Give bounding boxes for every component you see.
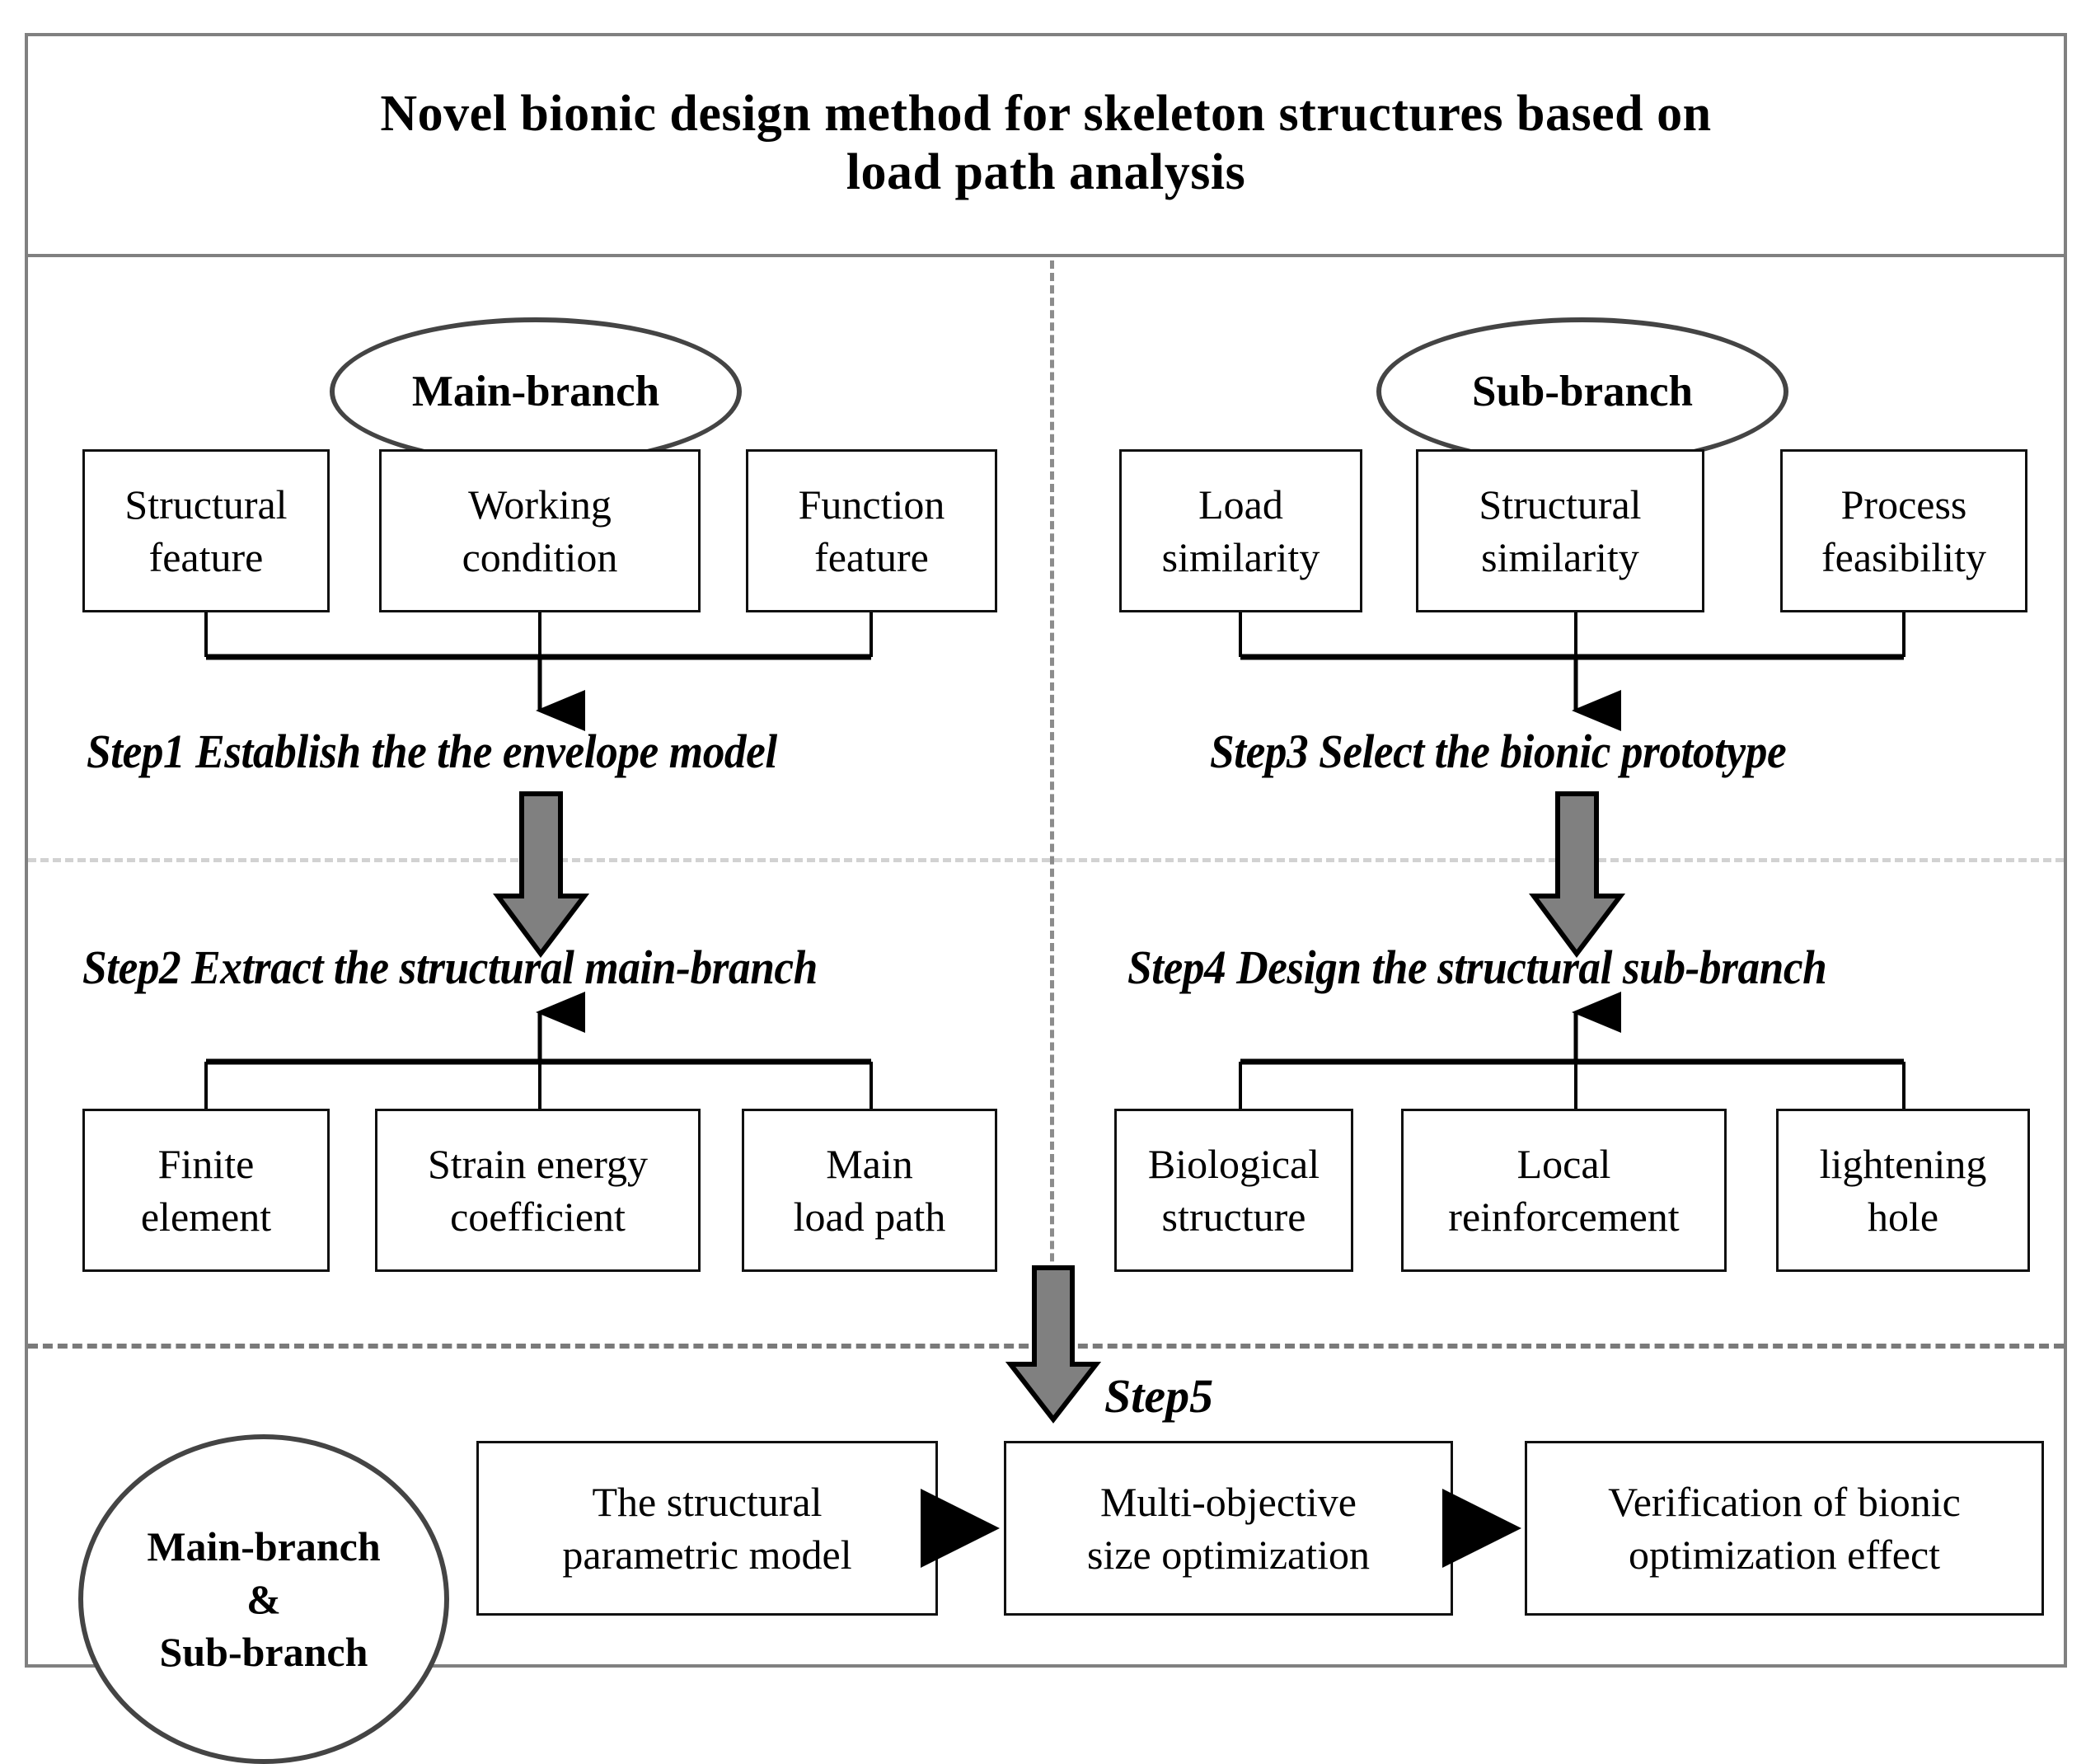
box-verification-of-bionic-optimization-effect-line1: Verification of bionic xyxy=(1608,1479,1961,1525)
box-biological-structure-line1: Biological xyxy=(1147,1141,1320,1187)
box-finite-element-line1: Finite xyxy=(157,1141,255,1187)
page-title-line1: Novel bionic design method for skeleton … xyxy=(380,85,1712,142)
box-biological-structure-line2: structure xyxy=(1161,1194,1306,1240)
box-biological-structure[interactable]: Biological structure xyxy=(1114,1109,1353,1272)
box-verification-of-bionic-optimization-effect[interactable]: Verification of bionic optimization effe… xyxy=(1525,1441,2044,1616)
box-structural-similarity[interactable]: Structural similarity xyxy=(1416,449,1704,612)
box-process-feasibility-line2: feasibility xyxy=(1821,534,1986,580)
node-main-branch[interactable]: Main-branch xyxy=(330,317,742,466)
title-band: Novel bionic design method for skeleton … xyxy=(25,33,2067,257)
box-structural-similarity-line2: similarity xyxy=(1481,534,1639,580)
step5-label: Step5 xyxy=(1104,1369,1214,1423)
box-function-feature-line1: Function xyxy=(798,481,945,528)
box-process-feasibility[interactable]: Process feasibility xyxy=(1780,449,2027,612)
box-strain-energy-coefficient-line2: coefficient xyxy=(450,1194,626,1240)
box-lightening-hole[interactable]: lightening hole xyxy=(1776,1109,2030,1272)
box-structural-similarity-line1: Structural xyxy=(1479,481,1642,528)
node-main-and-sub-branch-line2: & xyxy=(246,1576,281,1622)
horizontal-dashed-divider-2 xyxy=(28,1344,2064,1349)
box-load-similarity[interactable]: Load similarity xyxy=(1119,449,1362,612)
box-main-load-path-line2: load path xyxy=(793,1194,946,1240)
box-structural-feature[interactable]: Structural feature xyxy=(82,449,330,612)
step1-label: Step1 Establish the the envelope model xyxy=(87,725,777,778)
diagram-frame xyxy=(25,33,2067,1668)
node-main-and-sub-branch[interactable]: Main-branch & Sub-branch xyxy=(78,1434,449,1764)
box-structural-parametric-model-line2: parametric model xyxy=(562,1532,852,1578)
box-structural-parametric-model-line1: The structural xyxy=(592,1479,823,1525)
box-function-feature[interactable]: Function feature xyxy=(746,449,997,612)
horizontal-dashed-divider-1 xyxy=(28,858,2064,862)
box-multi-objective-size-optimization-line1: Multi-objective xyxy=(1099,1479,1357,1525)
node-main-branch-label: Main-branch xyxy=(411,368,660,415)
vertical-dashed-divider xyxy=(1050,260,1054,1398)
box-strain-energy-coefficient-line1: Strain energy xyxy=(427,1141,649,1187)
box-working-condition-line1: Working xyxy=(468,481,612,528)
box-structural-feature-line2: feature xyxy=(148,534,264,580)
page-title-line2: load path analysis xyxy=(846,144,1246,200)
box-local-reinforcement-line2: reinforcement xyxy=(1448,1194,1680,1240)
box-structural-feature-line1: Structural xyxy=(124,481,288,528)
box-lightening-hole-line2: hole xyxy=(1867,1194,1939,1240)
box-process-feasibility-line1: Process xyxy=(1840,481,1967,528)
box-multi-objective-size-optimization[interactable]: Multi-objective size optimization xyxy=(1004,1441,1453,1616)
box-function-feature-line2: feature xyxy=(814,534,929,580)
box-lightening-hole-line1: lightening xyxy=(1819,1141,1987,1187)
box-working-condition[interactable]: Working condition xyxy=(379,449,701,612)
box-load-similarity-line2: similarity xyxy=(1161,534,1320,580)
box-multi-objective-size-optimization-line2: size optimization xyxy=(1087,1532,1370,1578)
box-local-reinforcement[interactable]: Local reinforcement xyxy=(1401,1109,1727,1272)
box-main-load-path-line1: Main xyxy=(826,1141,913,1187)
step2-label: Step2 Extract the structural main-branch xyxy=(82,941,818,994)
box-main-load-path[interactable]: Main load path xyxy=(742,1109,997,1272)
box-working-condition-line2: condition xyxy=(462,534,618,580)
box-finite-element-line2: element xyxy=(140,1194,272,1240)
box-local-reinforcement-line1: Local xyxy=(1516,1141,1611,1187)
node-main-and-sub-branch-line3: Sub-branch xyxy=(159,1629,368,1675)
box-strain-energy-coefficient[interactable]: Strain energy coefficient xyxy=(375,1109,701,1272)
node-sub-branch[interactable]: Sub-branch xyxy=(1376,317,1788,466)
step4-label: Step4 Design the structural sub-branch xyxy=(1127,941,1827,994)
box-structural-parametric-model[interactable]: The structural parametric model xyxy=(476,1441,938,1616)
node-main-and-sub-branch-line1: Main-branch xyxy=(147,1523,381,1569)
page-title: Novel bionic design method for skeleton … xyxy=(139,85,1952,203)
box-verification-of-bionic-optimization-effect-line2: optimization effect xyxy=(1628,1532,1941,1578)
step3-label: Step3 Select the bionic prototype xyxy=(1210,725,1787,778)
box-finite-element[interactable]: Finite element xyxy=(82,1109,330,1272)
node-sub-branch-label: Sub-branch xyxy=(1471,368,1694,415)
box-load-similarity-line1: Load xyxy=(1198,481,1283,528)
